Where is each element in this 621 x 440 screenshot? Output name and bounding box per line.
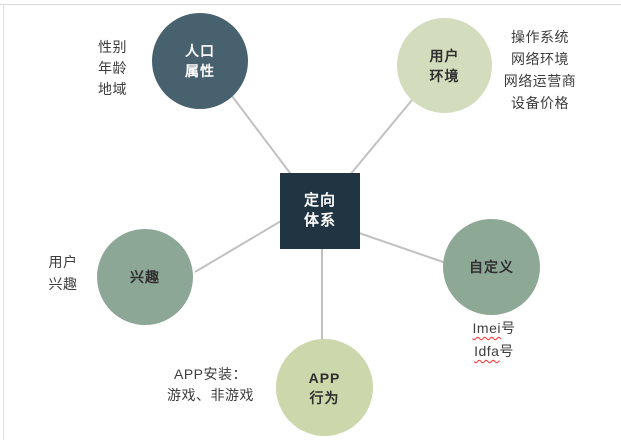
annotation-line: 操作系统 (511, 29, 569, 45)
id-suffix: 号 (500, 320, 516, 336)
node-label-line2: 行为 (309, 389, 340, 406)
page-border-top (0, 4, 621, 5)
connector-interest (194, 220, 282, 273)
id-suffix: 号 (499, 343, 514, 359)
node-interest: 兴趣 (97, 229, 193, 325)
node-label-line2: 属性 (185, 63, 215, 79)
annotation-line: 兴趣 (48, 276, 78, 292)
node-custom: 自定义 (443, 219, 540, 315)
annotation-custom-ids: Imei号 Idfa号 (444, 317, 544, 363)
node-label-line2: 环境 (429, 67, 460, 84)
imei-id-text: Imei (472, 320, 501, 336)
center-node-targeting-system: 定向 体系 (280, 173, 360, 249)
node-label-line1: 人口 (185, 43, 215, 59)
center-node-label-line2: 体系 (303, 212, 336, 229)
annotation-line: 网络运营商 (503, 73, 577, 89)
annotation-line: 用户 (48, 254, 78, 270)
annotation-line: 年龄 (98, 60, 127, 76)
node-label-line1: APP (308, 369, 341, 386)
annotation-line: Imei号 (444, 317, 544, 340)
idfa-id-text: Idfa (474, 343, 500, 359)
node-label: 自定义 (469, 259, 514, 275)
connector-demographics (231, 95, 294, 178)
annotation-line: Idfa号 (444, 340, 544, 363)
connector-environment (348, 99, 413, 177)
connector-custom (358, 232, 447, 264)
annotation-line: APP安装： (173, 366, 247, 382)
annotation-user-environment: 操作系统 网络环境 网络运营商 设备价格 (482, 26, 598, 114)
annotation-line: 游戏、非游戏 (167, 387, 254, 403)
annotation-line: 性别 (98, 39, 127, 55)
page-border-left (3, 4, 4, 440)
annotation-line: 网络环境 (511, 51, 569, 67)
annotation-app-install: APP安装： 游戏、非游戏 (138, 364, 283, 406)
node-label-line1: 用户 (429, 47, 460, 64)
annotation-line: 地域 (98, 81, 127, 97)
annotation-line: 设备价格 (511, 95, 569, 111)
node-user-environment: 用户 环境 (397, 18, 492, 113)
node-demographic-attributes: 人口 属性 (152, 13, 248, 109)
node-label: 兴趣 (130, 269, 160, 285)
annotation-demographics: 性别 年龄 地域 (98, 37, 142, 100)
center-node-label-line1: 定向 (303, 192, 336, 209)
node-app-behavior: APP 行为 (276, 339, 373, 436)
annotation-interest: 用户 兴趣 (33, 251, 93, 295)
